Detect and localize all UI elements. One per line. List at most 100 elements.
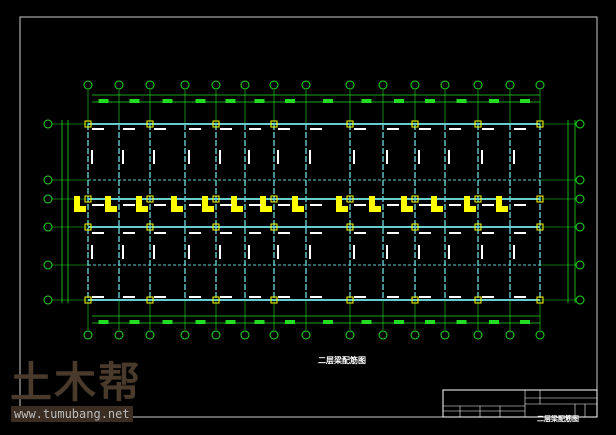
rebar-annotation	[220, 204, 232, 206]
column	[474, 195, 482, 203]
axis-bubble	[575, 119, 585, 129]
rebar-annotation	[353, 150, 355, 164]
column	[346, 195, 354, 203]
rebar-annotation	[514, 296, 526, 298]
rebar-annotation	[123, 232, 135, 234]
axis-bubble	[410, 330, 420, 340]
axis-bubble	[43, 175, 53, 185]
rebar-annotation	[513, 245, 515, 259]
rebar-annotation	[309, 150, 311, 164]
column	[346, 296, 354, 304]
axis-bubble	[575, 222, 585, 232]
column	[411, 296, 419, 304]
rebar-annotation	[248, 150, 250, 164]
rebar-annotation	[387, 296, 399, 298]
rebar-annotation	[220, 128, 232, 130]
rebar-annotation	[278, 296, 290, 298]
axis-bubble	[43, 222, 53, 232]
dimension-text	[361, 320, 372, 324]
column	[270, 120, 278, 128]
column	[270, 296, 278, 304]
sheet-frame	[19, 16, 598, 418]
axis-bubble	[114, 80, 124, 90]
axis-bubble	[211, 330, 221, 340]
wall-section	[369, 196, 381, 212]
dimension-text	[425, 320, 435, 324]
axis-bubble	[114, 330, 124, 340]
rebar-annotation	[122, 150, 124, 164]
rebar-annotation	[419, 204, 431, 206]
rebar-annotation	[419, 128, 431, 130]
dimension-text	[489, 320, 499, 324]
axis-bubble	[505, 80, 515, 90]
dimension-text	[323, 320, 333, 324]
column	[270, 195, 278, 203]
dimension-text	[254, 99, 265, 103]
rebar-annotation	[387, 232, 399, 234]
axis-bubble	[345, 330, 355, 340]
axis-bubble	[43, 295, 53, 305]
column	[346, 120, 354, 128]
rebar-annotation	[278, 232, 290, 234]
dimension-text	[195, 99, 206, 103]
rebar-annotation	[189, 128, 201, 130]
rebar-annotation	[354, 232, 366, 234]
axis-bubble	[211, 80, 221, 90]
wall-section	[401, 196, 413, 212]
rebar-annotation	[153, 150, 155, 164]
axis-bubble	[145, 80, 155, 90]
rebar-annotation	[354, 128, 366, 130]
column	[212, 120, 220, 128]
rebar-annotation	[481, 245, 483, 259]
axis-bubble	[240, 330, 250, 340]
axis-bubble	[575, 194, 585, 204]
dimension-text	[425, 99, 435, 103]
rebar-annotation	[514, 204, 526, 206]
dimension-text	[456, 99, 467, 103]
dimension-text	[323, 99, 333, 103]
axis-bubble	[473, 80, 483, 90]
dimension-text	[98, 99, 109, 103]
wall-section	[105, 196, 117, 212]
rebar-annotation	[310, 128, 322, 130]
dimension-text	[489, 99, 499, 103]
wall-section	[136, 196, 148, 212]
rebar-annotation	[278, 204, 290, 206]
column	[84, 120, 92, 128]
rebar-annotation	[386, 150, 388, 164]
dimension-text	[394, 99, 404, 103]
dimension-text	[129, 320, 140, 324]
wall-section	[464, 196, 476, 212]
rebar-annotation	[448, 150, 450, 164]
rebar-annotation	[418, 245, 420, 259]
dimension-text	[285, 320, 295, 324]
axis-bubble	[269, 80, 279, 90]
wall-section	[231, 196, 243, 212]
rebar-annotation	[92, 232, 104, 234]
axis-bubble	[301, 330, 311, 340]
rebar-annotation	[189, 204, 201, 206]
rebar-annotation	[154, 232, 166, 234]
axis-bubble	[180, 80, 190, 90]
rebar-annotation	[188, 150, 190, 164]
column	[474, 223, 482, 231]
axis-bubble	[505, 330, 515, 340]
rebar-annotation	[249, 128, 261, 130]
rebar-annotation	[249, 296, 261, 298]
rebar-annotation	[189, 232, 201, 234]
rebar-annotation	[153, 245, 155, 259]
dimension-text	[285, 99, 295, 103]
rebar-annotation	[188, 245, 190, 259]
dimension-text	[162, 99, 173, 103]
rebar-annotation	[449, 232, 461, 234]
dimension-text	[520, 320, 530, 324]
axis-bubble	[83, 330, 93, 340]
rebar-annotation	[514, 232, 526, 234]
axis-bubble	[345, 80, 355, 90]
dimension-text	[456, 320, 467, 324]
drawing-title: 二层梁配筋图	[318, 356, 366, 365]
axis-bubble	[575, 260, 585, 270]
wall-section	[202, 196, 214, 212]
rebar-annotation	[220, 296, 232, 298]
